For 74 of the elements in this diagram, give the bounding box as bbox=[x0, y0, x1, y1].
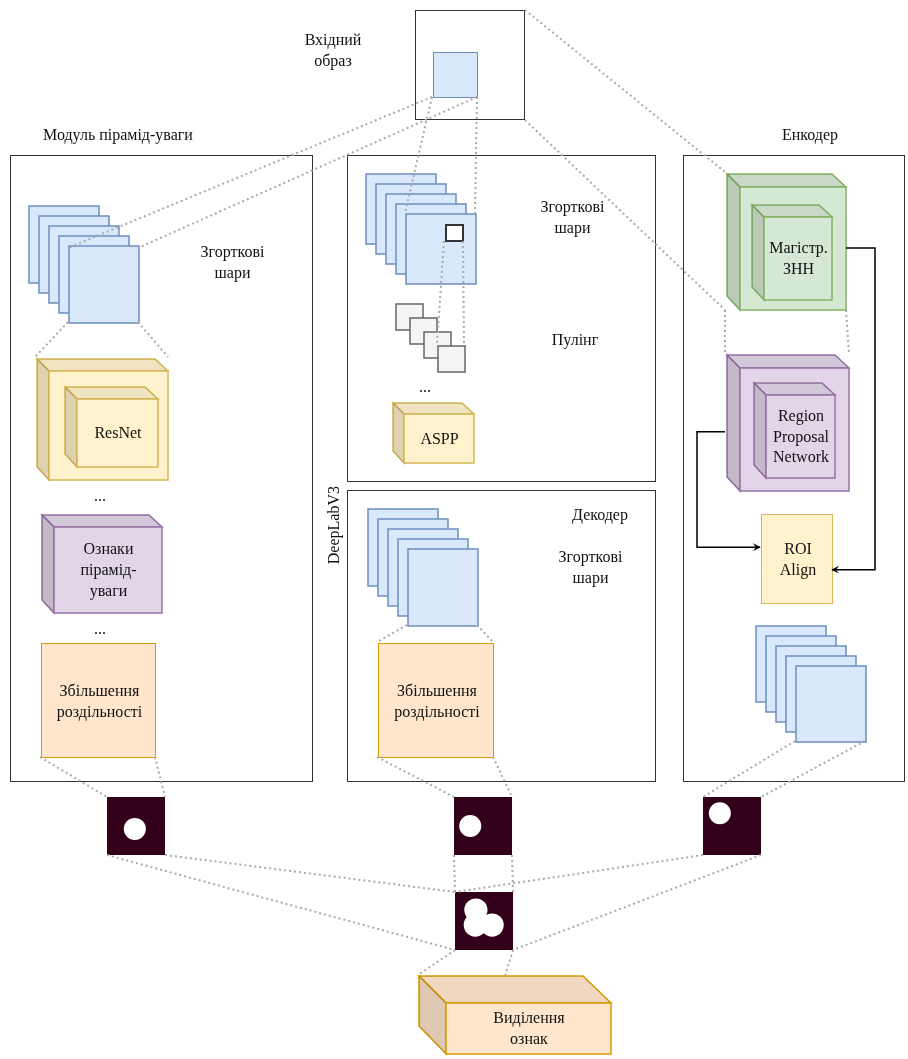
projection-line bbox=[724, 309, 726, 354]
node-label: ASPP bbox=[420, 428, 459, 449]
projection-line bbox=[376, 624, 408, 643]
pooling-stack bbox=[396, 304, 465, 372]
node-label: ResNet bbox=[94, 423, 142, 444]
projection-line bbox=[376, 756, 455, 798]
projection-line bbox=[454, 854, 704, 893]
process-box bbox=[378, 643, 494, 758]
node-label: ROI Align bbox=[778, 539, 818, 581]
panel-title: Модуль пірамід-уваги bbox=[43, 124, 193, 146]
projection-line bbox=[137, 321, 169, 358]
arrow bbox=[696, 430, 761, 552]
panel-title: Енкодер bbox=[781, 124, 839, 146]
projection-line bbox=[34, 321, 69, 358]
input-image bbox=[433, 52, 478, 98]
mask-image bbox=[107, 797, 165, 855]
process-box bbox=[41, 643, 156, 758]
feature-map-stack bbox=[366, 174, 476, 284]
image-frame bbox=[415, 10, 525, 120]
projection-line bbox=[436, 240, 445, 345]
feature-map-stack bbox=[368, 509, 478, 626]
projection-line bbox=[154, 756, 166, 798]
layer-block bbox=[391, 401, 476, 465]
mask-image bbox=[454, 797, 512, 855]
panel-frame bbox=[683, 155, 905, 782]
node-label: Ознаки пірамід-уваги bbox=[79, 539, 138, 602]
projection-line bbox=[524, 9, 726, 173]
panel-frame bbox=[10, 155, 313, 782]
layer-block bbox=[417, 974, 613, 1056]
layer-block bbox=[750, 203, 834, 302]
projection-line bbox=[476, 624, 494, 643]
projection-line bbox=[462, 240, 465, 345]
node-label: Збільшення роздільності bbox=[393, 680, 481, 723]
panel-frame bbox=[347, 490, 656, 782]
layer-caption: Згорткові шари bbox=[557, 547, 624, 589]
node-label: Region Proposal Network bbox=[772, 405, 830, 468]
ellipsis-text: ... bbox=[419, 376, 431, 397]
layer-caption: Згорткові шари bbox=[199, 242, 266, 284]
feature-map-stack bbox=[756, 626, 866, 742]
arrow bbox=[831, 247, 876, 574]
panel-frame bbox=[347, 155, 656, 482]
node-label: Збільшення роздільності bbox=[55, 680, 144, 723]
projection-line bbox=[474, 96, 478, 214]
projection-line bbox=[137, 96, 478, 249]
projection-line bbox=[511, 854, 514, 893]
projection-line bbox=[67, 96, 433, 249]
mask-image bbox=[703, 797, 761, 855]
kernel-window bbox=[445, 224, 464, 242]
projection-line bbox=[164, 854, 456, 893]
layer-block bbox=[40, 513, 164, 615]
projection-line bbox=[524, 119, 726, 311]
ellipsis-text: ... bbox=[94, 485, 106, 506]
mask-image bbox=[455, 892, 513, 950]
process-box bbox=[761, 514, 833, 604]
ellipsis-text: ... bbox=[94, 618, 106, 639]
node-label: Магістр. ЗНН bbox=[768, 238, 829, 279]
layer-block bbox=[752, 381, 837, 480]
projection-line bbox=[760, 740, 866, 798]
panel-title: Декодер bbox=[572, 504, 628, 526]
projection-line bbox=[404, 96, 433, 214]
layer-caption: Пулінг bbox=[551, 329, 599, 351]
feature-map-stack bbox=[29, 206, 139, 323]
projection-line bbox=[504, 949, 514, 976]
node-label: Виділення ознак bbox=[492, 1008, 566, 1049]
layer-block bbox=[63, 385, 160, 469]
projection-line bbox=[702, 740, 796, 798]
projection-line bbox=[492, 756, 513, 798]
projection-line bbox=[39, 756, 108, 798]
projection-line bbox=[453, 854, 456, 893]
projection-line bbox=[417, 949, 456, 976]
section-label: DeepLabV3 bbox=[323, 485, 344, 565]
input-caption: Вхідний образ bbox=[303, 30, 363, 72]
layer-caption: Згорткові шари bbox=[539, 197, 606, 239]
projection-line bbox=[845, 309, 850, 354]
